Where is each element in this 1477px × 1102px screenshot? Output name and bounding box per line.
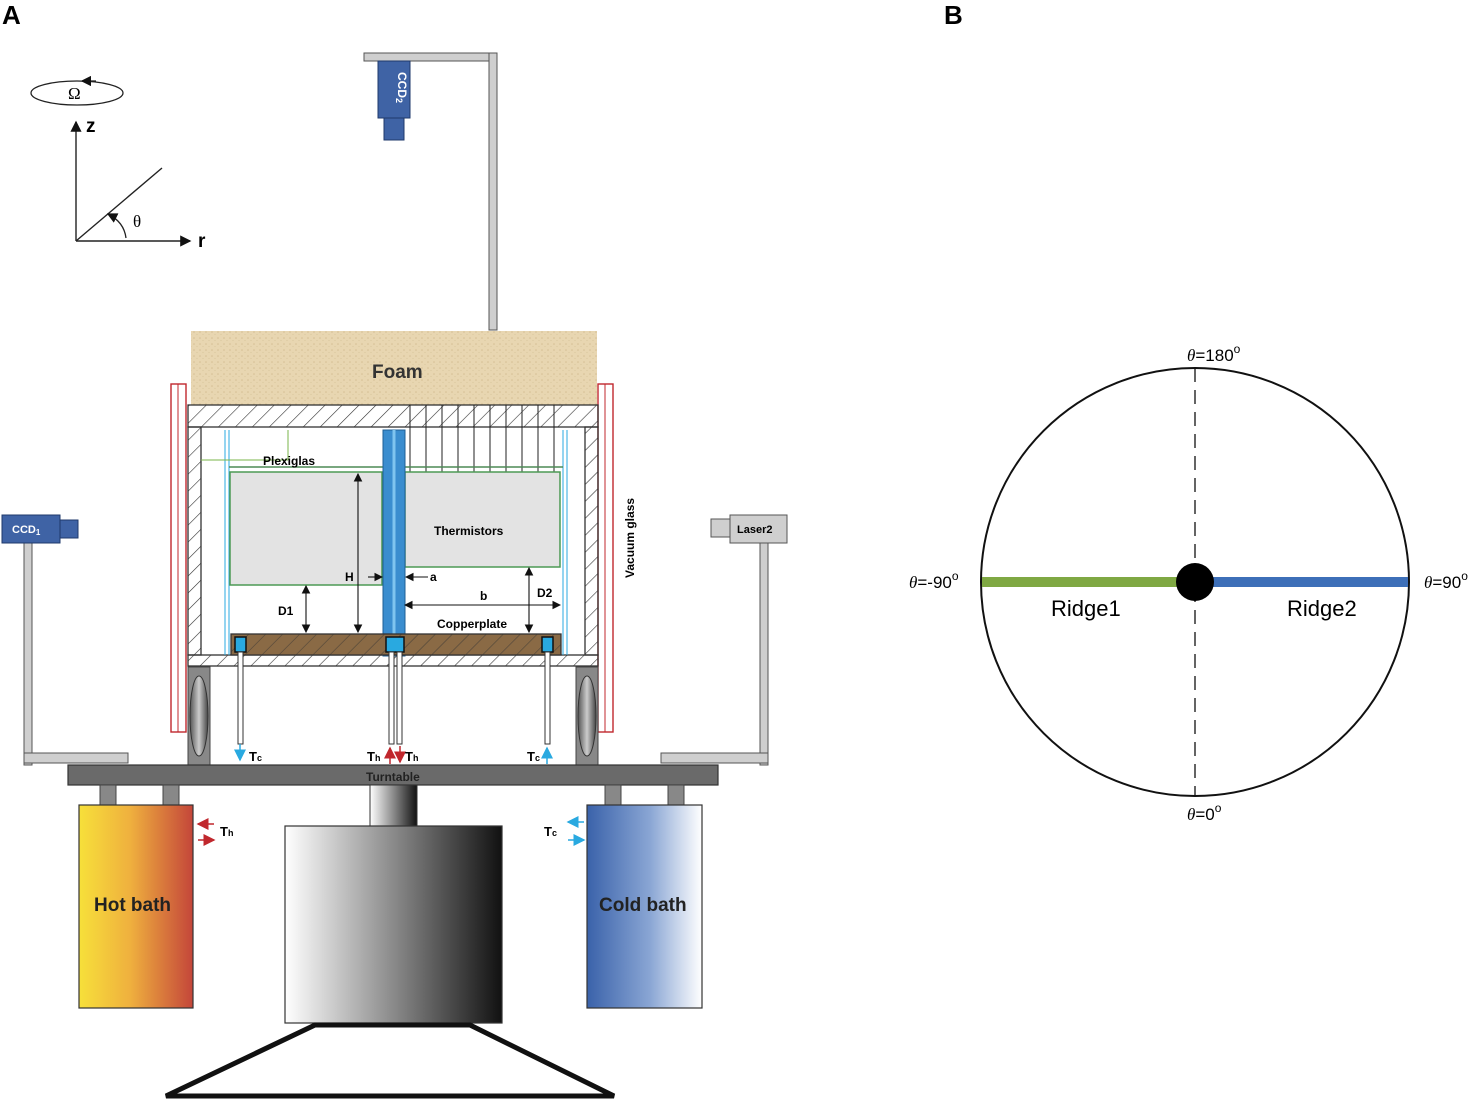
thermistors-label: Thermistors: [434, 524, 504, 538]
hot-bath: [78, 804, 194, 1009]
theta-label: θ: [133, 212, 141, 231]
th-bath-label: Th: [220, 824, 233, 839]
th-right-label: Th: [405, 749, 418, 764]
motor-shaft: [369, 784, 418, 827]
r-axis-label: r: [198, 231, 206, 252]
z-axis-label: z: [86, 116, 96, 137]
dim-h-label: H: [345, 570, 354, 584]
ccd2-label: CCD2: [394, 72, 409, 103]
vacuum-glass-label: Vacuum glass: [623, 498, 637, 578]
dimension-arrows: [301, 472, 562, 634]
motor-body: [284, 825, 503, 1024]
angle-top-label: θ=180o: [1187, 342, 1241, 365]
angle-right-label: θ=90o: [1424, 569, 1468, 592]
right-block: [404, 471, 561, 568]
omega-symbol: Ω: [68, 84, 81, 103]
dim-b-label: b: [480, 589, 487, 603]
pipes: [234, 651, 553, 764]
cold-bath: [586, 804, 703, 1009]
th-left-label: Th: [367, 749, 380, 764]
theta-arc: [106, 213, 127, 239]
ccd1-stand: CCD1: [1, 514, 129, 766]
copperplate-label: Copperplate: [437, 617, 507, 631]
turntable-label: Turntable: [366, 770, 420, 784]
cold-bath-label: Cold bath: [599, 895, 687, 916]
tc-bath-label: Tc: [544, 824, 557, 839]
tc-left-label: Tc: [249, 749, 262, 764]
plexiglas-label: Plexiglas: [263, 454, 315, 468]
ridge1-label: Ridge1: [1051, 596, 1121, 621]
coordinate-axes: Ω z r θ: [30, 75, 206, 252]
hot-bath-label: Hot bath: [94, 895, 171, 916]
motor-base: [164, 1022, 616, 1099]
panel-a-label: A: [2, 0, 21, 30]
rotation-ellipse: [30, 80, 124, 106]
center-cylinder-dot: [1176, 563, 1214, 601]
laser2-stand: Laser2: [660, 514, 788, 766]
ccd1-label: CCD1: [12, 524, 41, 537]
foam-block: [191, 331, 597, 405]
left-block: [229, 471, 383, 586]
dim-d1-label: D1: [278, 604, 294, 618]
dim-d2-label: D2: [537, 586, 553, 600]
laser2-label: Laser2: [737, 524, 772, 536]
panel-b-label: B: [944, 0, 963, 30]
tc-right-label: Tc: [527, 749, 540, 764]
theta-line: [75, 167, 163, 242]
angle-bottom-label: θ=0o: [1187, 801, 1222, 824]
foam-label: Foam: [372, 362, 423, 383]
angle-left-label: θ=-90o: [909, 569, 959, 592]
ridge2-label: Ridge2: [1287, 596, 1357, 621]
dim-a-label: a: [430, 570, 437, 584]
ccd2-stand: CCD2: [363, 52, 498, 331]
